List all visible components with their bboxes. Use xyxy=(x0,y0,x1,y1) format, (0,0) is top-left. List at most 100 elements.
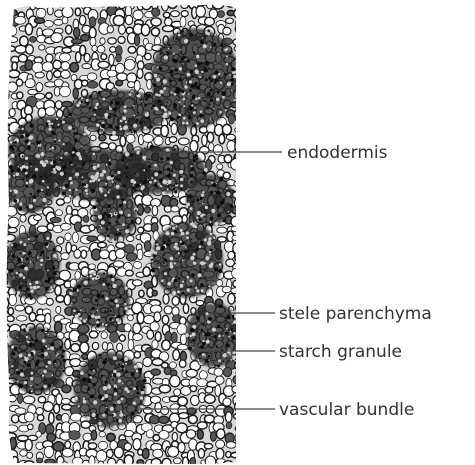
parenchyma-cell xyxy=(12,457,18,465)
parenchyma-cell xyxy=(235,352,245,361)
parenchyma-cell xyxy=(56,199,64,205)
parenchyma-cell xyxy=(223,27,231,35)
parenchyma-cell xyxy=(219,134,225,144)
parenchyma-cell xyxy=(44,446,53,457)
parenchyma-cell xyxy=(35,72,44,78)
parenchyma-cell xyxy=(98,461,104,465)
parenchyma-cell xyxy=(0,106,5,116)
parenchyma-cell xyxy=(137,69,143,79)
parenchyma-cell xyxy=(0,333,7,340)
parenchyma-cell xyxy=(100,38,105,45)
parenchyma-cell xyxy=(226,442,236,449)
parenchyma-cell xyxy=(159,430,169,439)
parenchyma-cell xyxy=(233,243,241,254)
parenchyma-cell xyxy=(205,456,216,465)
parenchyma-cell xyxy=(152,340,158,349)
parenchyma-cell xyxy=(141,24,149,36)
parenchyma-cell xyxy=(204,415,214,423)
parenchyma-cell xyxy=(133,439,141,450)
parenchyma-cell xyxy=(228,294,235,305)
parenchyma-cell xyxy=(27,452,33,458)
parenchyma-cell xyxy=(236,54,242,61)
parenchyma-cell xyxy=(179,413,189,419)
parenchyma-cell xyxy=(124,59,135,70)
parenchyma-cell xyxy=(70,359,81,367)
parenchyma-cell xyxy=(35,18,45,24)
parenchyma-cell xyxy=(9,109,15,117)
parenchyma-cell xyxy=(99,432,105,437)
parenchyma-cell xyxy=(125,15,132,24)
parenchyma-cell xyxy=(0,45,11,53)
parenchyma-cell xyxy=(72,0,82,6)
parenchyma-cell xyxy=(62,7,73,18)
parenchyma-cell xyxy=(57,456,64,465)
parenchyma-cell xyxy=(60,86,71,97)
parenchyma-cell xyxy=(235,297,242,303)
parenchyma-cell xyxy=(2,20,11,26)
parenchyma-cell xyxy=(236,438,242,447)
parenchyma-cell xyxy=(173,458,181,464)
parenchyma-cell xyxy=(190,457,196,465)
parenchyma-cell xyxy=(56,394,62,405)
parenchyma-cell xyxy=(53,442,64,452)
parenchyma-cell xyxy=(1,171,9,178)
parenchyma-cell xyxy=(99,143,108,149)
parenchyma-cell xyxy=(15,45,26,53)
parenchyma-cell xyxy=(152,290,157,296)
parenchyma-cell xyxy=(1,153,8,164)
parenchyma-cell xyxy=(110,47,116,53)
parenchyma-cell xyxy=(34,215,42,221)
parenchyma-cell xyxy=(82,64,91,69)
parenchyma-cell xyxy=(46,107,56,116)
parenchyma-cell xyxy=(101,332,107,339)
parenchyma-cell xyxy=(110,332,119,343)
parenchyma-cell xyxy=(118,0,126,9)
parenchyma-cell xyxy=(0,422,7,432)
parenchyma-cell xyxy=(0,280,7,285)
parenchyma-cell xyxy=(99,134,106,141)
parenchyma-cell xyxy=(0,99,6,106)
parenchyma-cell xyxy=(89,331,98,338)
parenchyma-cell xyxy=(162,458,171,465)
parenchyma-cell xyxy=(0,181,9,187)
parenchyma-cell xyxy=(223,398,231,406)
parenchyma-cell xyxy=(225,412,232,423)
parenchyma-cell xyxy=(0,352,8,360)
parenchyma-cell xyxy=(88,443,97,449)
parenchyma-cell xyxy=(168,446,179,457)
parenchyma-cell xyxy=(118,36,125,43)
parenchyma-cell xyxy=(202,135,207,146)
parenchyma-cell xyxy=(178,138,189,145)
parenchyma-cell xyxy=(70,63,79,72)
parenchyma-cell xyxy=(232,268,241,278)
parenchyma-cell xyxy=(84,53,90,62)
parenchyma-cell xyxy=(170,375,180,386)
parenchyma-cell xyxy=(151,18,161,26)
parenchyma-cell xyxy=(38,396,46,402)
micrograph-plate xyxy=(0,0,246,465)
parenchyma-cell xyxy=(47,71,53,80)
parenchyma-cell xyxy=(116,249,126,259)
parenchyma-cell xyxy=(144,241,151,251)
parenchyma-cell xyxy=(1,38,11,45)
label-vascular-bundle: vascular bundle xyxy=(279,400,414,420)
parenchyma-cell xyxy=(235,425,245,432)
parenchyma-cell xyxy=(115,63,124,73)
parenchyma-cell xyxy=(29,312,36,321)
parenchyma-cell xyxy=(1,432,9,440)
parenchyma-cell xyxy=(169,137,177,143)
parenchyma-cell xyxy=(36,408,43,415)
parenchyma-cell xyxy=(222,124,231,134)
parenchyma-cell xyxy=(1,380,7,390)
figure-labels: endodermis stele parenchyma starch granu… xyxy=(279,143,432,420)
parenchyma-cell xyxy=(8,26,17,36)
parenchyma-cell xyxy=(56,295,64,302)
parenchyma-cell xyxy=(0,0,9,9)
parenchyma-cell xyxy=(235,255,241,261)
parenchyma-cell xyxy=(113,16,124,26)
parenchyma-cell xyxy=(144,207,150,213)
parenchyma-cell xyxy=(25,24,32,35)
parenchyma-cell xyxy=(231,216,242,227)
parenchyma-cell xyxy=(222,286,231,292)
parenchyma-cell xyxy=(7,37,18,43)
